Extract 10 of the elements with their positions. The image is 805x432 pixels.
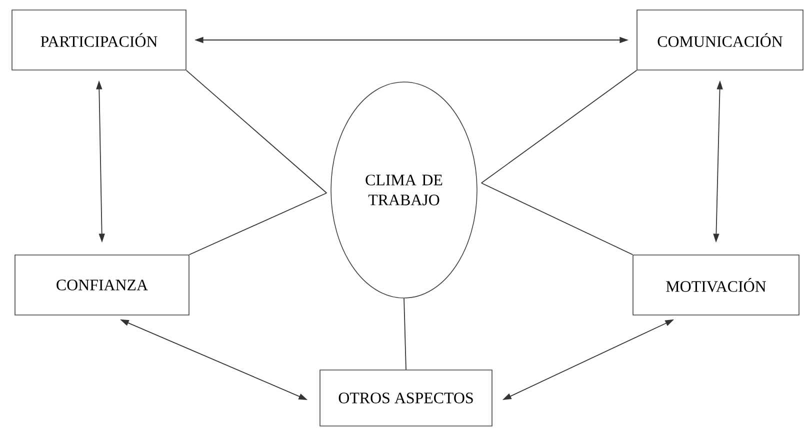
concept-box: MOTIVACIÓN [632,254,800,316]
concept-box: CONFIANZA [14,254,190,316]
connector-line [404,298,406,370]
concept-box: PARTICIPACIÓN [12,10,186,70]
concept-box: COMUNICACIÓN [636,10,804,70]
connector-line [186,70,328,194]
connector-line [188,192,328,256]
connector-line [480,182,634,256]
concept-box: OTROS ASPECTOS [320,370,492,426]
connector-line [480,70,638,184]
